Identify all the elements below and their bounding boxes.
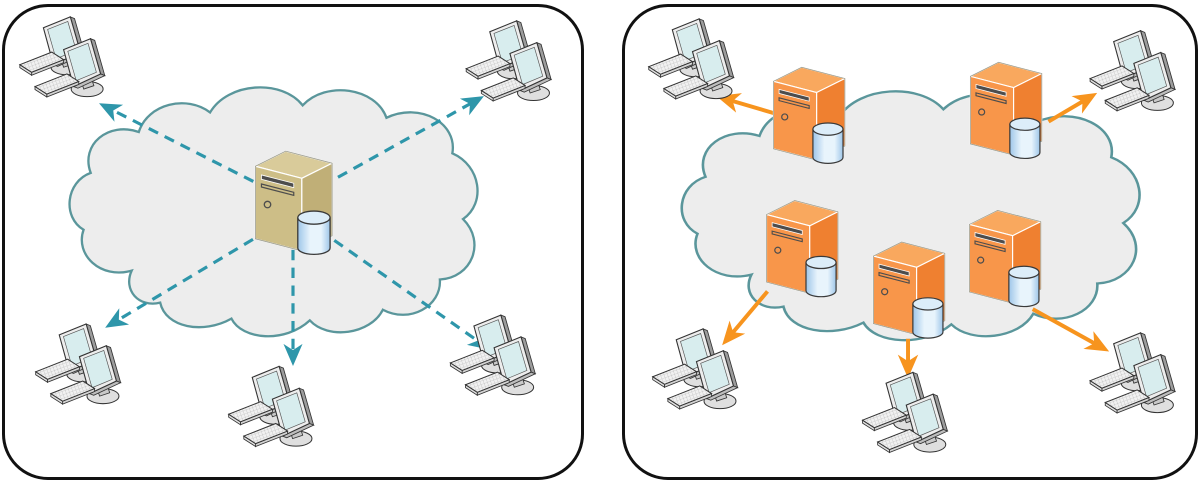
workstation-cluster-icon bbox=[863, 372, 948, 452]
panel-distributed-servers bbox=[622, 4, 1198, 480]
edge-server-icon bbox=[968, 209, 1042, 308]
arrow-icon bbox=[1031, 307, 1110, 352]
edge-server-icon bbox=[765, 199, 839, 298]
workstation-cluster-icon bbox=[36, 324, 121, 404]
origin-server-icon bbox=[254, 150, 333, 256]
arrow-icon bbox=[722, 290, 770, 346]
links-solid bbox=[716, 92, 1110, 379]
arrow-icon bbox=[716, 93, 776, 116]
arrow-icon bbox=[306, 96, 484, 196]
workstation-cluster-icon bbox=[1090, 31, 1175, 111]
workstation-cluster-icon bbox=[466, 21, 551, 101]
links-dashed bbox=[99, 96, 491, 367]
workstation-cluster-icon bbox=[229, 366, 314, 446]
workstation-cluster-icon bbox=[1090, 333, 1175, 413]
edge-server-icon bbox=[772, 66, 846, 164]
arrow-icon bbox=[318, 228, 491, 350]
workstation-cluster-icon bbox=[649, 19, 734, 99]
panel-single-server bbox=[2, 4, 584, 480]
edge-server-icon bbox=[872, 241, 946, 339]
workstation-cluster-icon bbox=[653, 329, 738, 409]
arrow-icon bbox=[1047, 92, 1098, 124]
workstation-cluster-icon bbox=[20, 17, 105, 97]
arrow-icon bbox=[105, 228, 270, 328]
edge-server-icon bbox=[969, 61, 1043, 160]
arrow-icon bbox=[99, 103, 286, 199]
workstation-cluster-icon bbox=[450, 315, 535, 395]
